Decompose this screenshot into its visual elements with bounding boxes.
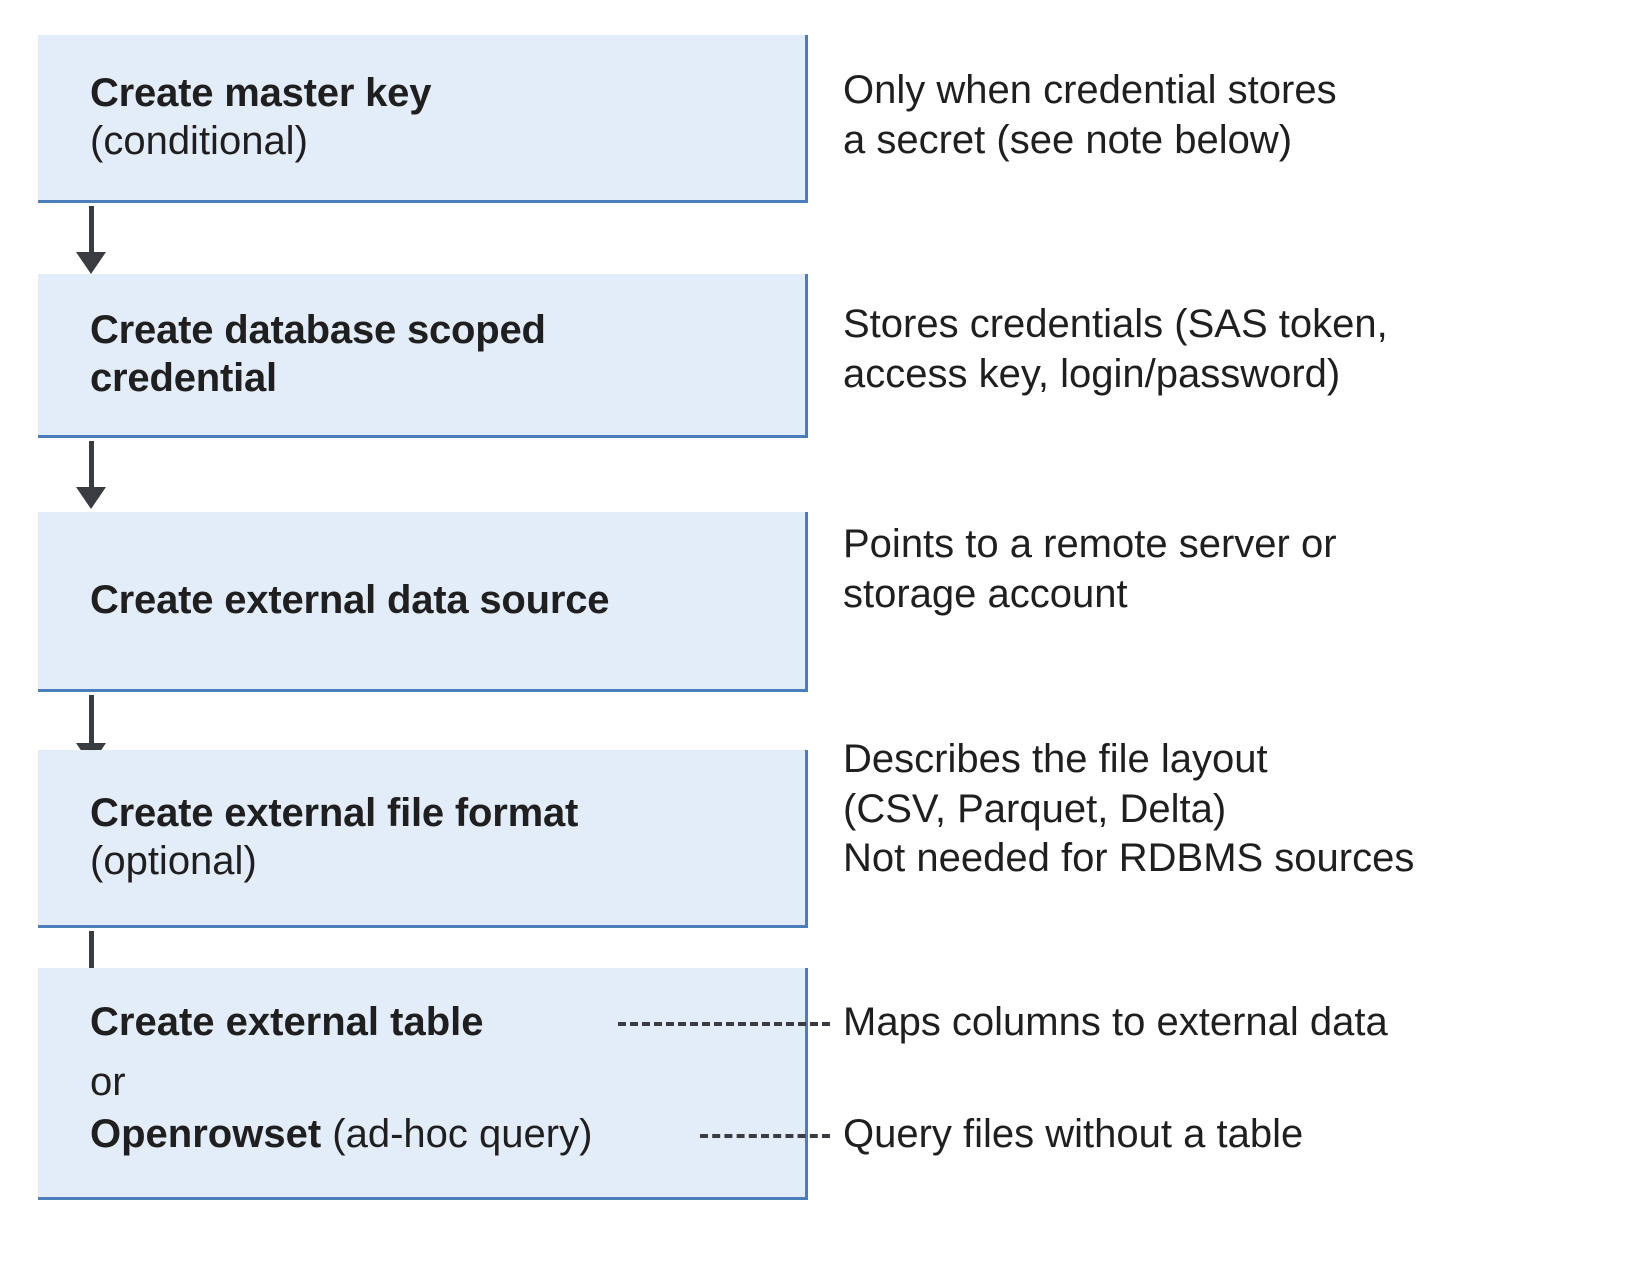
step-box-create-external-file-format: Create external file format (optional) bbox=[38, 750, 808, 928]
step-description-create-external-file-format: Describes the file layout (CSV, Parquet,… bbox=[843, 737, 1415, 881]
final-step-or-label: or bbox=[90, 1060, 126, 1104]
step-title: Create external data source bbox=[90, 577, 610, 622]
step-box-create-external-data-source: Create external data source bbox=[38, 512, 808, 692]
step-title-continued: credential bbox=[90, 355, 277, 400]
step-title: Create master key bbox=[90, 71, 432, 116]
step-description-create-external-data-source: Points to a remote server or storage acc… bbox=[843, 522, 1337, 616]
final-step-openrowset-label: Openrowset bbox=[90, 1112, 322, 1156]
step-box-create-external-table-or-openrowset bbox=[38, 968, 808, 1200]
step-subtitle: (conditional) bbox=[90, 118, 308, 163]
dashed-leader-create-external-table bbox=[618, 1022, 830, 1026]
step-subtitle: (optional) bbox=[90, 838, 257, 883]
final-step-openrowset-qualifier: (ad-hoc query) bbox=[321, 1112, 593, 1156]
final-step-line-create-external-table: Create external table bbox=[90, 1000, 484, 1044]
final-step-create-external-table-label: Create external table bbox=[90, 1000, 484, 1044]
connector-arrow-2 bbox=[76, 441, 106, 511]
final-step-description-maps-columns: Maps columns to external data bbox=[843, 1000, 1388, 1044]
final-step-line-openrowset: Openrowset (ad-hoc query) bbox=[90, 1112, 592, 1156]
step-description-create-database-scoped-credential: Stores credentials (SAS token, access ke… bbox=[843, 302, 1388, 396]
step-title: Create database scoped bbox=[90, 308, 546, 353]
connector-arrow-1 bbox=[76, 206, 106, 274]
final-step-line-or: or bbox=[90, 1060, 126, 1104]
step-box-create-master-key: Create master key (conditional) bbox=[38, 35, 808, 203]
dashed-leader-openrowset bbox=[700, 1134, 830, 1138]
step-title: Create external file format bbox=[90, 791, 579, 836]
final-step-description-query-files: Query files without a table bbox=[843, 1112, 1304, 1156]
step-box-create-database-scoped-credential: Create database scoped credential bbox=[38, 274, 808, 438]
step-description-create-master-key: Only when credential stores a secret (se… bbox=[843, 68, 1337, 162]
